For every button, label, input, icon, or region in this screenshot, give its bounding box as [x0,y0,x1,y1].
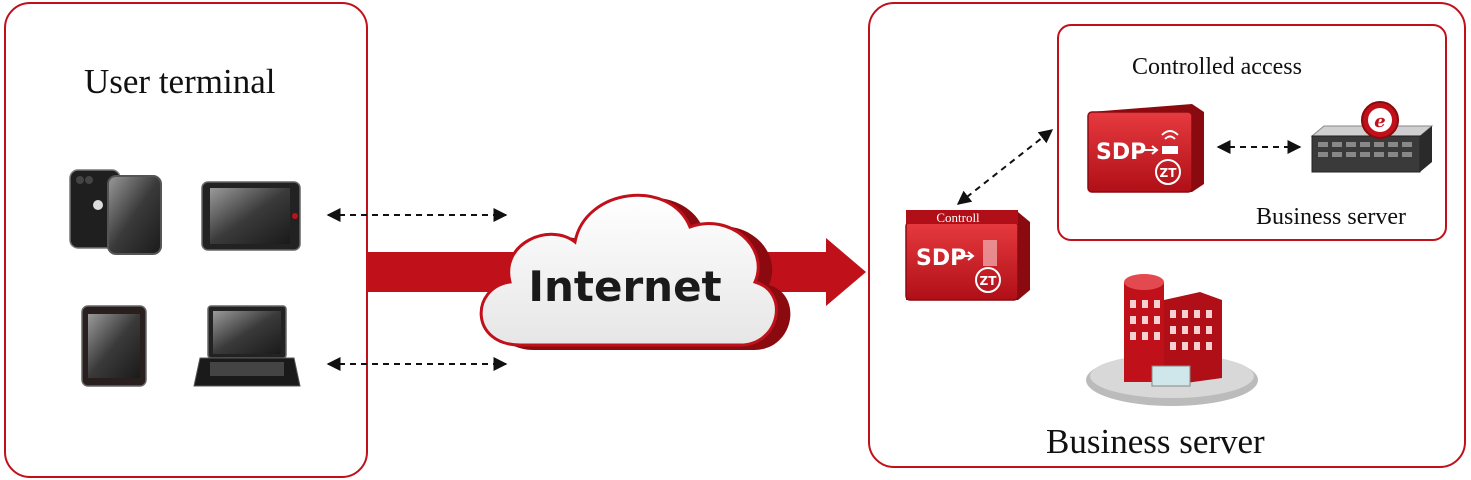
user-terminal-panel [4,2,368,478]
controller-label: Controll [936,210,980,225]
tablet-landscape-icon [201,181,301,251]
dashed-arrow-controller-gateway [956,129,1054,205]
office-building-icon [1086,274,1258,406]
sdp-controller-box-icon: ZT [905,210,1030,301]
sdp-controller-text: SDP [916,246,967,271]
phone-icon [69,169,162,255]
zt-badge-gateway: ZT [1160,166,1178,180]
business-server-small-label: Business server [1256,204,1406,230]
tablet-portrait-icon [81,305,147,387]
sdp-gateway-text: SDP [1096,140,1147,165]
ie-glyph: e [1374,111,1385,132]
cloud-icon [479,193,791,350]
sdp-gateway-box-icon: ZT [1087,104,1204,193]
rack-server-icon: e [1310,101,1434,173]
business-server-big-label: Business server [1046,422,1265,461]
user-terminal-label: User terminal [84,62,276,101]
zt-badge-controller: ZT [980,274,998,288]
laptop-icon [193,305,301,387]
internet-label: Internet [528,262,722,311]
controlled-access-label: Controlled access [1132,54,1302,80]
